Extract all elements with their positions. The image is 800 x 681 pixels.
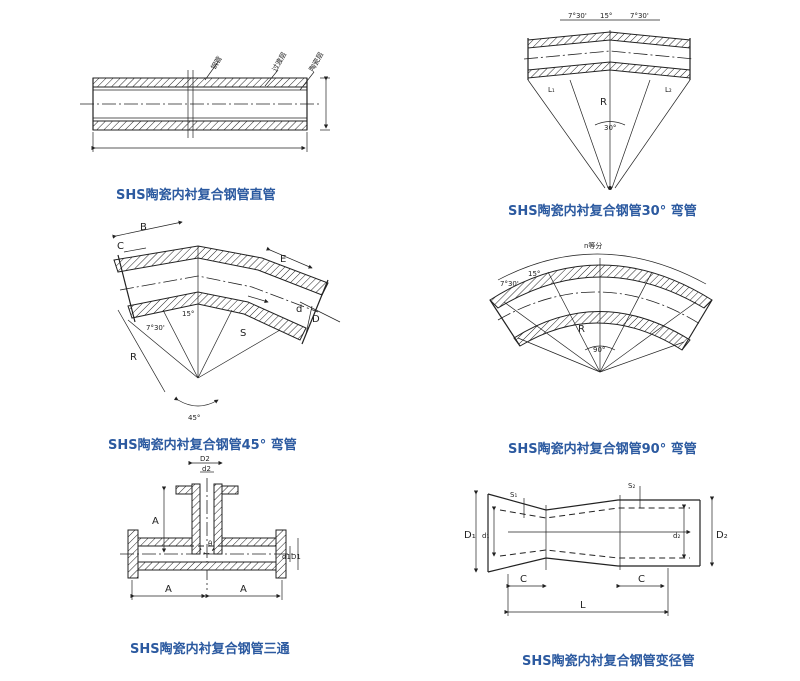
reducer-c-right: C — [638, 574, 645, 585]
bend45-dim-D: D — [312, 314, 320, 325]
bend30-angle-mid: 15° — [600, 12, 612, 20]
caption-tee: SHS陶瓷内衬复合钢管三通 — [130, 642, 290, 657]
reducer-c-left: C — [520, 574, 527, 585]
tee-d1-inner: d1 — [282, 553, 291, 561]
bend45-angle-b: 15° — [182, 310, 194, 318]
label-ceramic-layer: 陶瓷层 — [307, 50, 325, 73]
bend90-angle-a: 7°30' — [500, 280, 519, 288]
caption-bend-45: SHS陶瓷内衬复合钢管45° 弯管 — [108, 438, 297, 453]
straight-bottom-wall — [92, 120, 308, 131]
reducer-d2-inner: d₂ — [673, 532, 680, 540]
caption-straight-pipe: SHS陶瓷内衬复合钢管直管 — [116, 188, 276, 203]
tee-d2-inner: d2 — [202, 465, 211, 473]
bend45-dim-s: S — [240, 328, 246, 339]
tee-drawing: D2 d2 A A A d1 D1 θ — [120, 455, 301, 600]
bend30-angle-left: 7°30' — [568, 12, 587, 20]
bend30-angle-right: 7°30' — [630, 12, 649, 20]
tee-dim-a-vertical: A — [152, 516, 159, 527]
tee-d2: D2 — [200, 455, 210, 463]
tee-dim-a-left: A — [165, 584, 172, 595]
bend45-dim-d: d — [296, 304, 302, 315]
bend45-dim-c: C — [117, 241, 124, 252]
tee-dim-a-right: A — [240, 584, 247, 595]
bend45-dim-b: B — [140, 222, 147, 233]
bend30-angle-total: 30° — [604, 124, 616, 132]
bend30-l1: L₁ — [548, 86, 555, 94]
bend90-angle-total: 90° — [593, 346, 605, 354]
straight-pipe-drawing: 钢管 过渡层 陶瓷层 — [80, 50, 330, 152]
reducer-d1-inner: d₁ — [482, 532, 489, 540]
bend45-radius: R — [130, 352, 137, 363]
bend45-angle-a: 7°30' — [146, 324, 165, 332]
bend90-angle-b: 15° — [528, 270, 540, 278]
bend90-segments: n等分 — [584, 241, 602, 250]
reducer-s2: S₂ — [628, 482, 635, 490]
bend-30-drawing: 7°30' 15° 7°30' R 30° L₁ L₂ — [523, 12, 695, 190]
bend45-angle-total: 45° — [188, 414, 200, 422]
bend30-l2: L₂ — [665, 86, 672, 94]
tee-angle: θ — [208, 540, 212, 548]
caption-bend-30: SHS陶瓷内衬复合钢管30° 弯管 — [508, 204, 697, 219]
reducer-d1-outer: D₁ — [464, 530, 476, 541]
caption-reducer: SHS陶瓷内衬复合钢管变径管 — [522, 654, 695, 669]
bend45-dim-e: E — [280, 254, 286, 265]
bend-45-drawing: B C E 7°30' 15° R S d D 45° — [112, 220, 341, 422]
label-steel-pipe: 钢管 — [209, 54, 224, 71]
reducer-length: L — [580, 600, 586, 611]
bend90-radius: R — [578, 324, 585, 335]
bend30-radius: R — [600, 97, 607, 108]
label-transition-layer: 过渡层 — [270, 50, 288, 73]
tee-d1: D1 — [291, 553, 301, 561]
reducer-s1: S₁ — [510, 491, 517, 499]
reducer-d2-outer: D₂ — [716, 530, 728, 541]
caption-bend-90: SHS陶瓷内衬复合钢管90° 弯管 — [508, 442, 697, 457]
bend-90-drawing: n等分 7°30' 15° R 90° — [489, 241, 713, 373]
straight-top-wall — [92, 77, 308, 88]
reducer-drawing: S₁ S₂ D₁ d₁ d₂ D₂ C C L — [464, 482, 728, 616]
